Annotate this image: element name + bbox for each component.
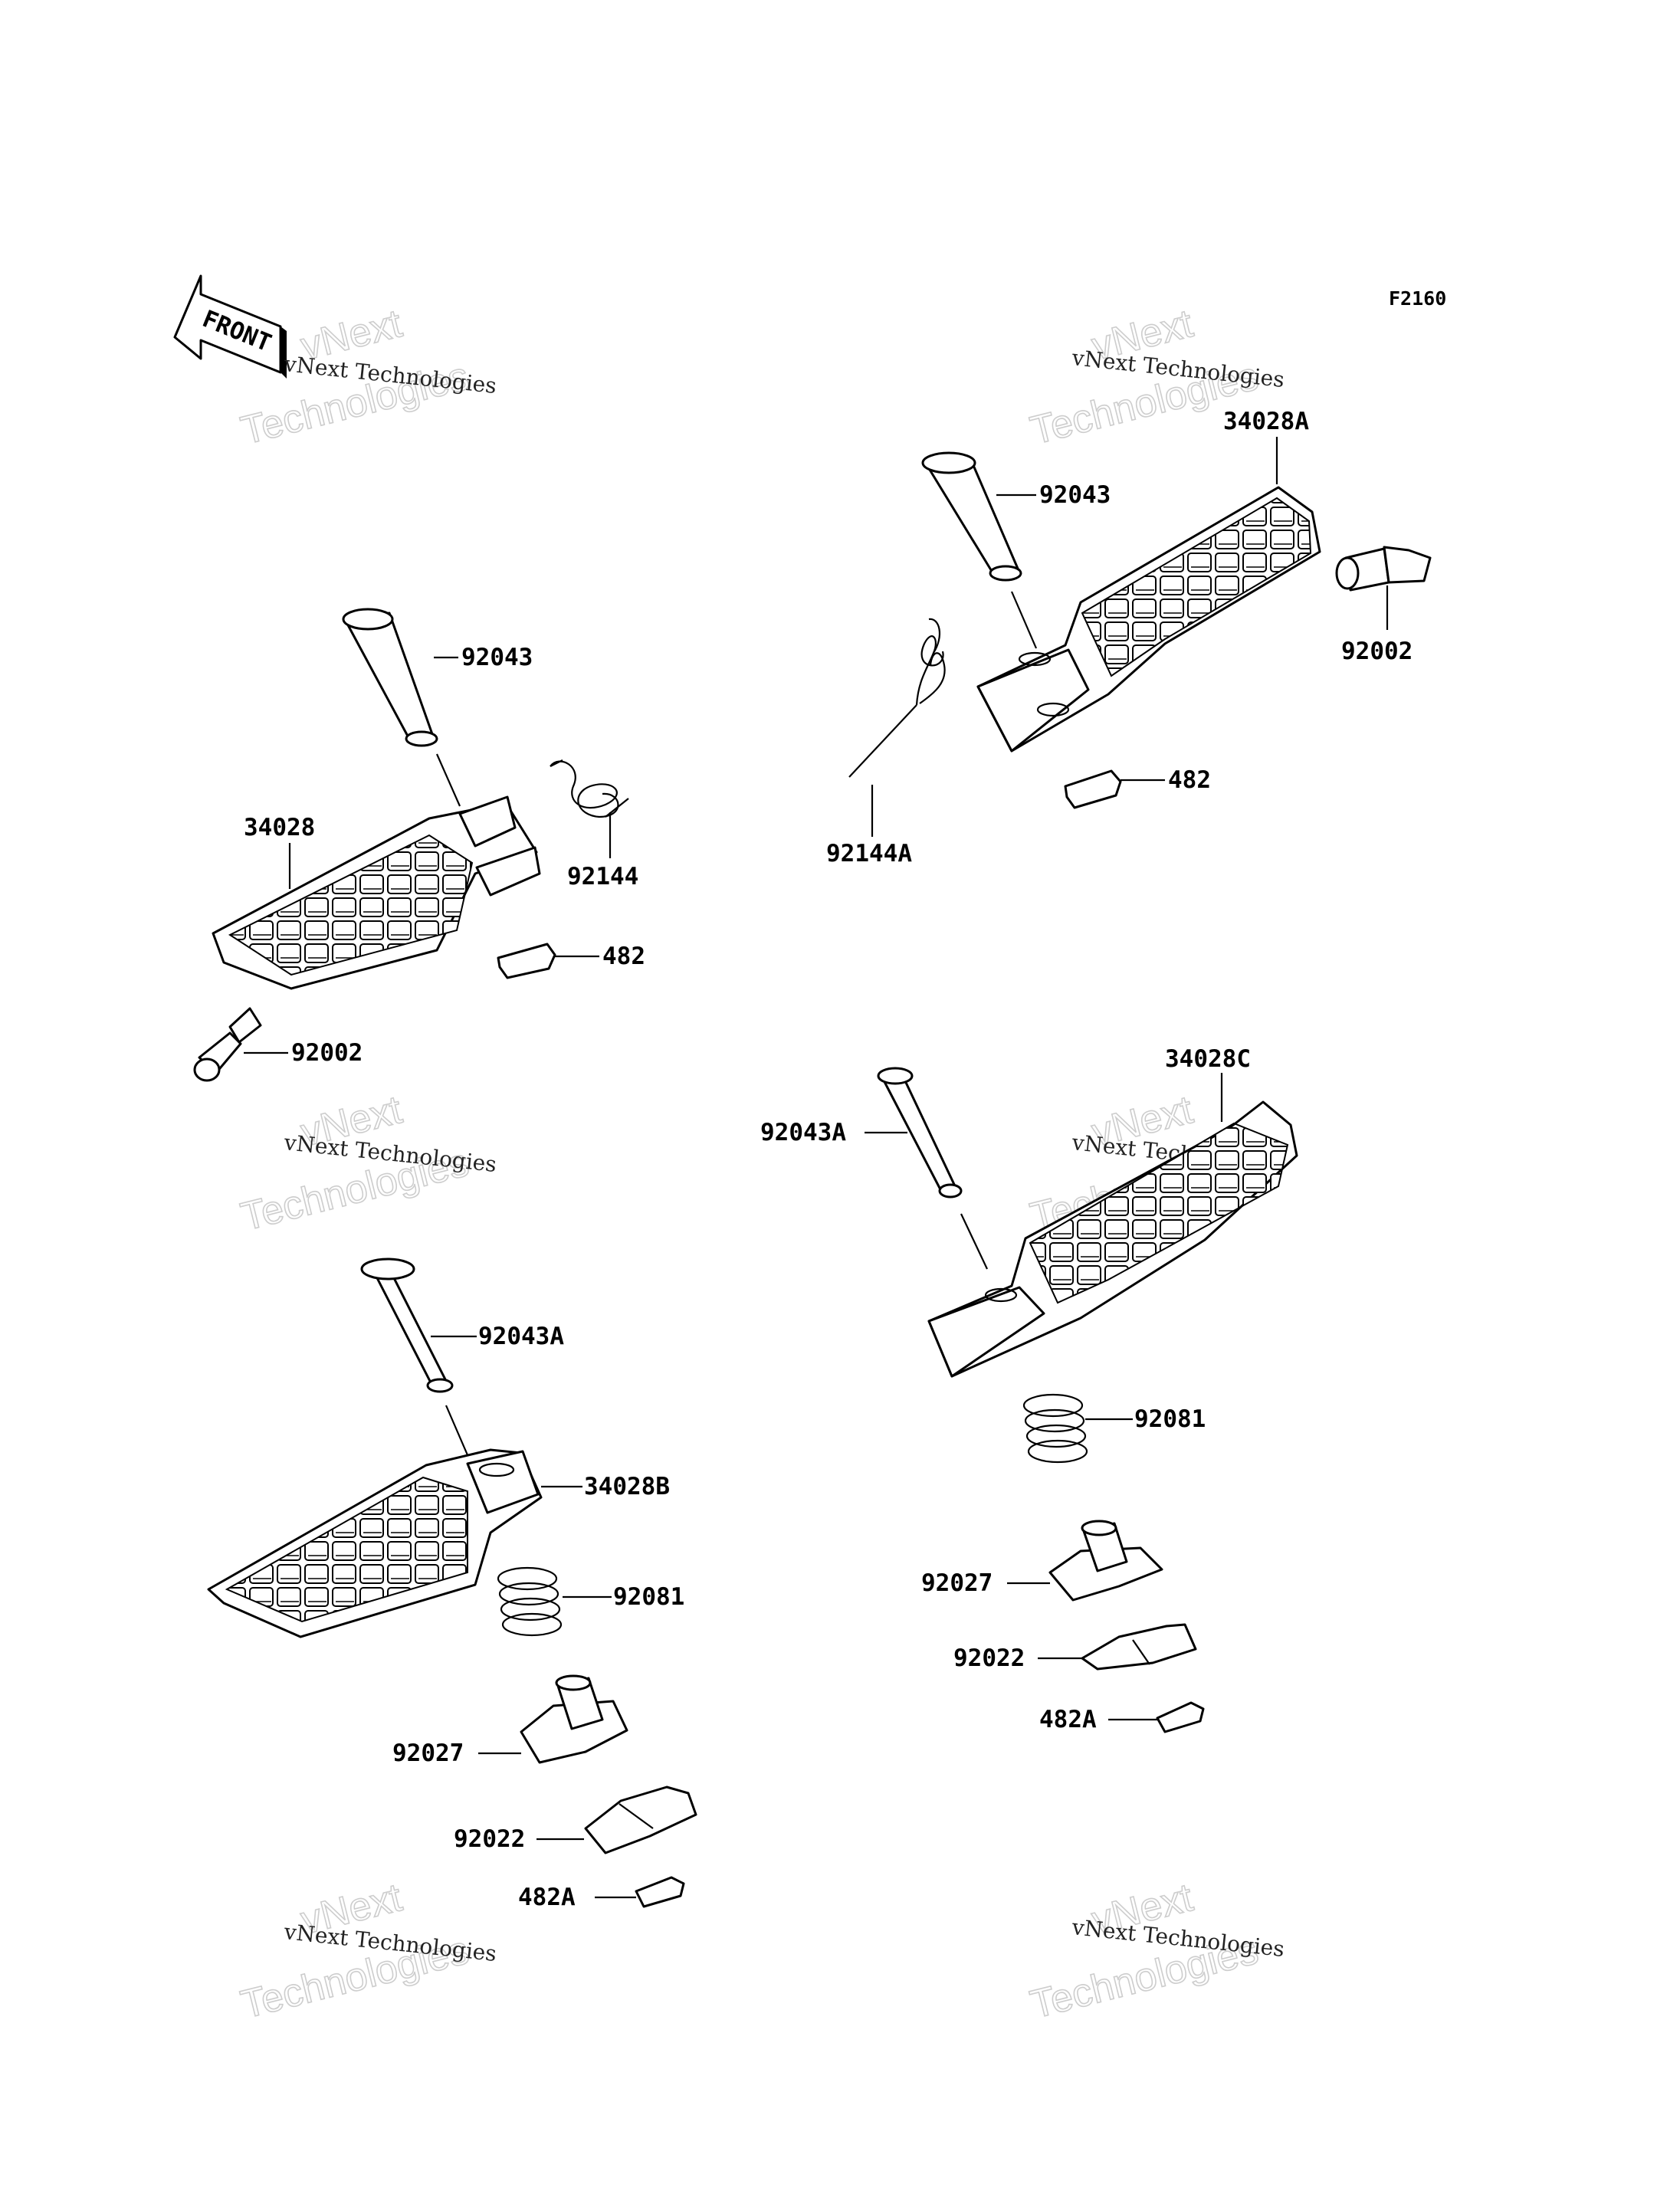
label-482A: 482A: [518, 1884, 576, 1911]
label-92144: 92144: [567, 863, 638, 890]
label-92081: 92081: [613, 1583, 684, 1611]
watermark-mid-left: vNext Technologies vNext Technologies: [236, 1087, 497, 1240]
label-92022: 92022: [454, 1825, 525, 1853]
label-34028B: 34028B: [584, 1473, 670, 1500]
label-92043: 92043: [1039, 481, 1111, 509]
clip-part[interactable]: [497, 943, 556, 979]
label-92002: 92002: [1341, 638, 1413, 665]
label-482: 482: [1168, 766, 1211, 794]
pin-part[interactable]: [342, 608, 438, 747]
right-upper-footpeg-group: 92043 34028A 92002 482: [826, 408, 1432, 867]
label-482: 482: [602, 943, 645, 970]
coil-spring-part[interactable]: [497, 1566, 563, 1637]
footpeg-part[interactable]: [976, 486, 1321, 753]
label-34028: 34028: [244, 814, 315, 841]
plate-part[interactable]: [1081, 1623, 1197, 1671]
label-92043A: 92043A: [760, 1119, 846, 1146]
left-lower-footpeg-group: 92043A 34028B 92081 92027: [207, 1258, 697, 1911]
diagram-code: F2160: [1389, 287, 1446, 310]
left-upper-footpeg-group: 92043 92144 34028 482 9: [193, 608, 645, 1082]
bracket-part[interactable]: [520, 1674, 628, 1764]
bolt-part[interactable]: [193, 1007, 262, 1082]
right-lower-footpeg-group: 34028C 92043A 92081 92027: [760, 1045, 1298, 1733]
label-92081: 92081: [1134, 1405, 1206, 1433]
label-482A: 482A: [1039, 1706, 1097, 1733]
footpeg-part[interactable]: [212, 795, 541, 990]
label-34028A: 34028A: [1223, 408, 1309, 435]
spring-part[interactable]: [848, 618, 946, 778]
plate-part[interactable]: [584, 1785, 697, 1854]
label-92027: 92027: [392, 1740, 464, 1767]
clip-part[interactable]: [1156, 1701, 1205, 1733]
bracket-part[interactable]: [1048, 1520, 1163, 1602]
watermark-bottom-left: vNext Technologies vNext Technologies: [236, 1874, 497, 2028]
label-92144A: 92144A: [826, 840, 912, 867]
label-92043: 92043: [461, 644, 533, 671]
label-92002: 92002: [291, 1039, 363, 1067]
footpeg-part[interactable]: [207, 1448, 543, 1638]
pin-part[interactable]: [877, 1067, 963, 1199]
pin-part[interactable]: [921, 451, 1022, 582]
label-34028C: 34028C: [1165, 1045, 1251, 1073]
clip-part[interactable]: [635, 1876, 685, 1908]
pin-part[interactable]: [360, 1258, 454, 1393]
clip-part[interactable]: [1064, 769, 1122, 809]
front-arrow-icon: FRONT: [173, 274, 287, 379]
label-92022: 92022: [953, 1644, 1025, 1672]
coil-spring-part[interactable]: [1022, 1393, 1088, 1464]
spring-part[interactable]: [550, 759, 629, 818]
label-92043A: 92043A: [478, 1323, 564, 1350]
bolt-part[interactable]: [1335, 546, 1432, 592]
label-92027: 92027: [921, 1569, 993, 1597]
footpeg-part[interactable]: [927, 1100, 1298, 1378]
watermark-bottom-right: vNext Technologies vNext Technologies: [1025, 1874, 1285, 2028]
